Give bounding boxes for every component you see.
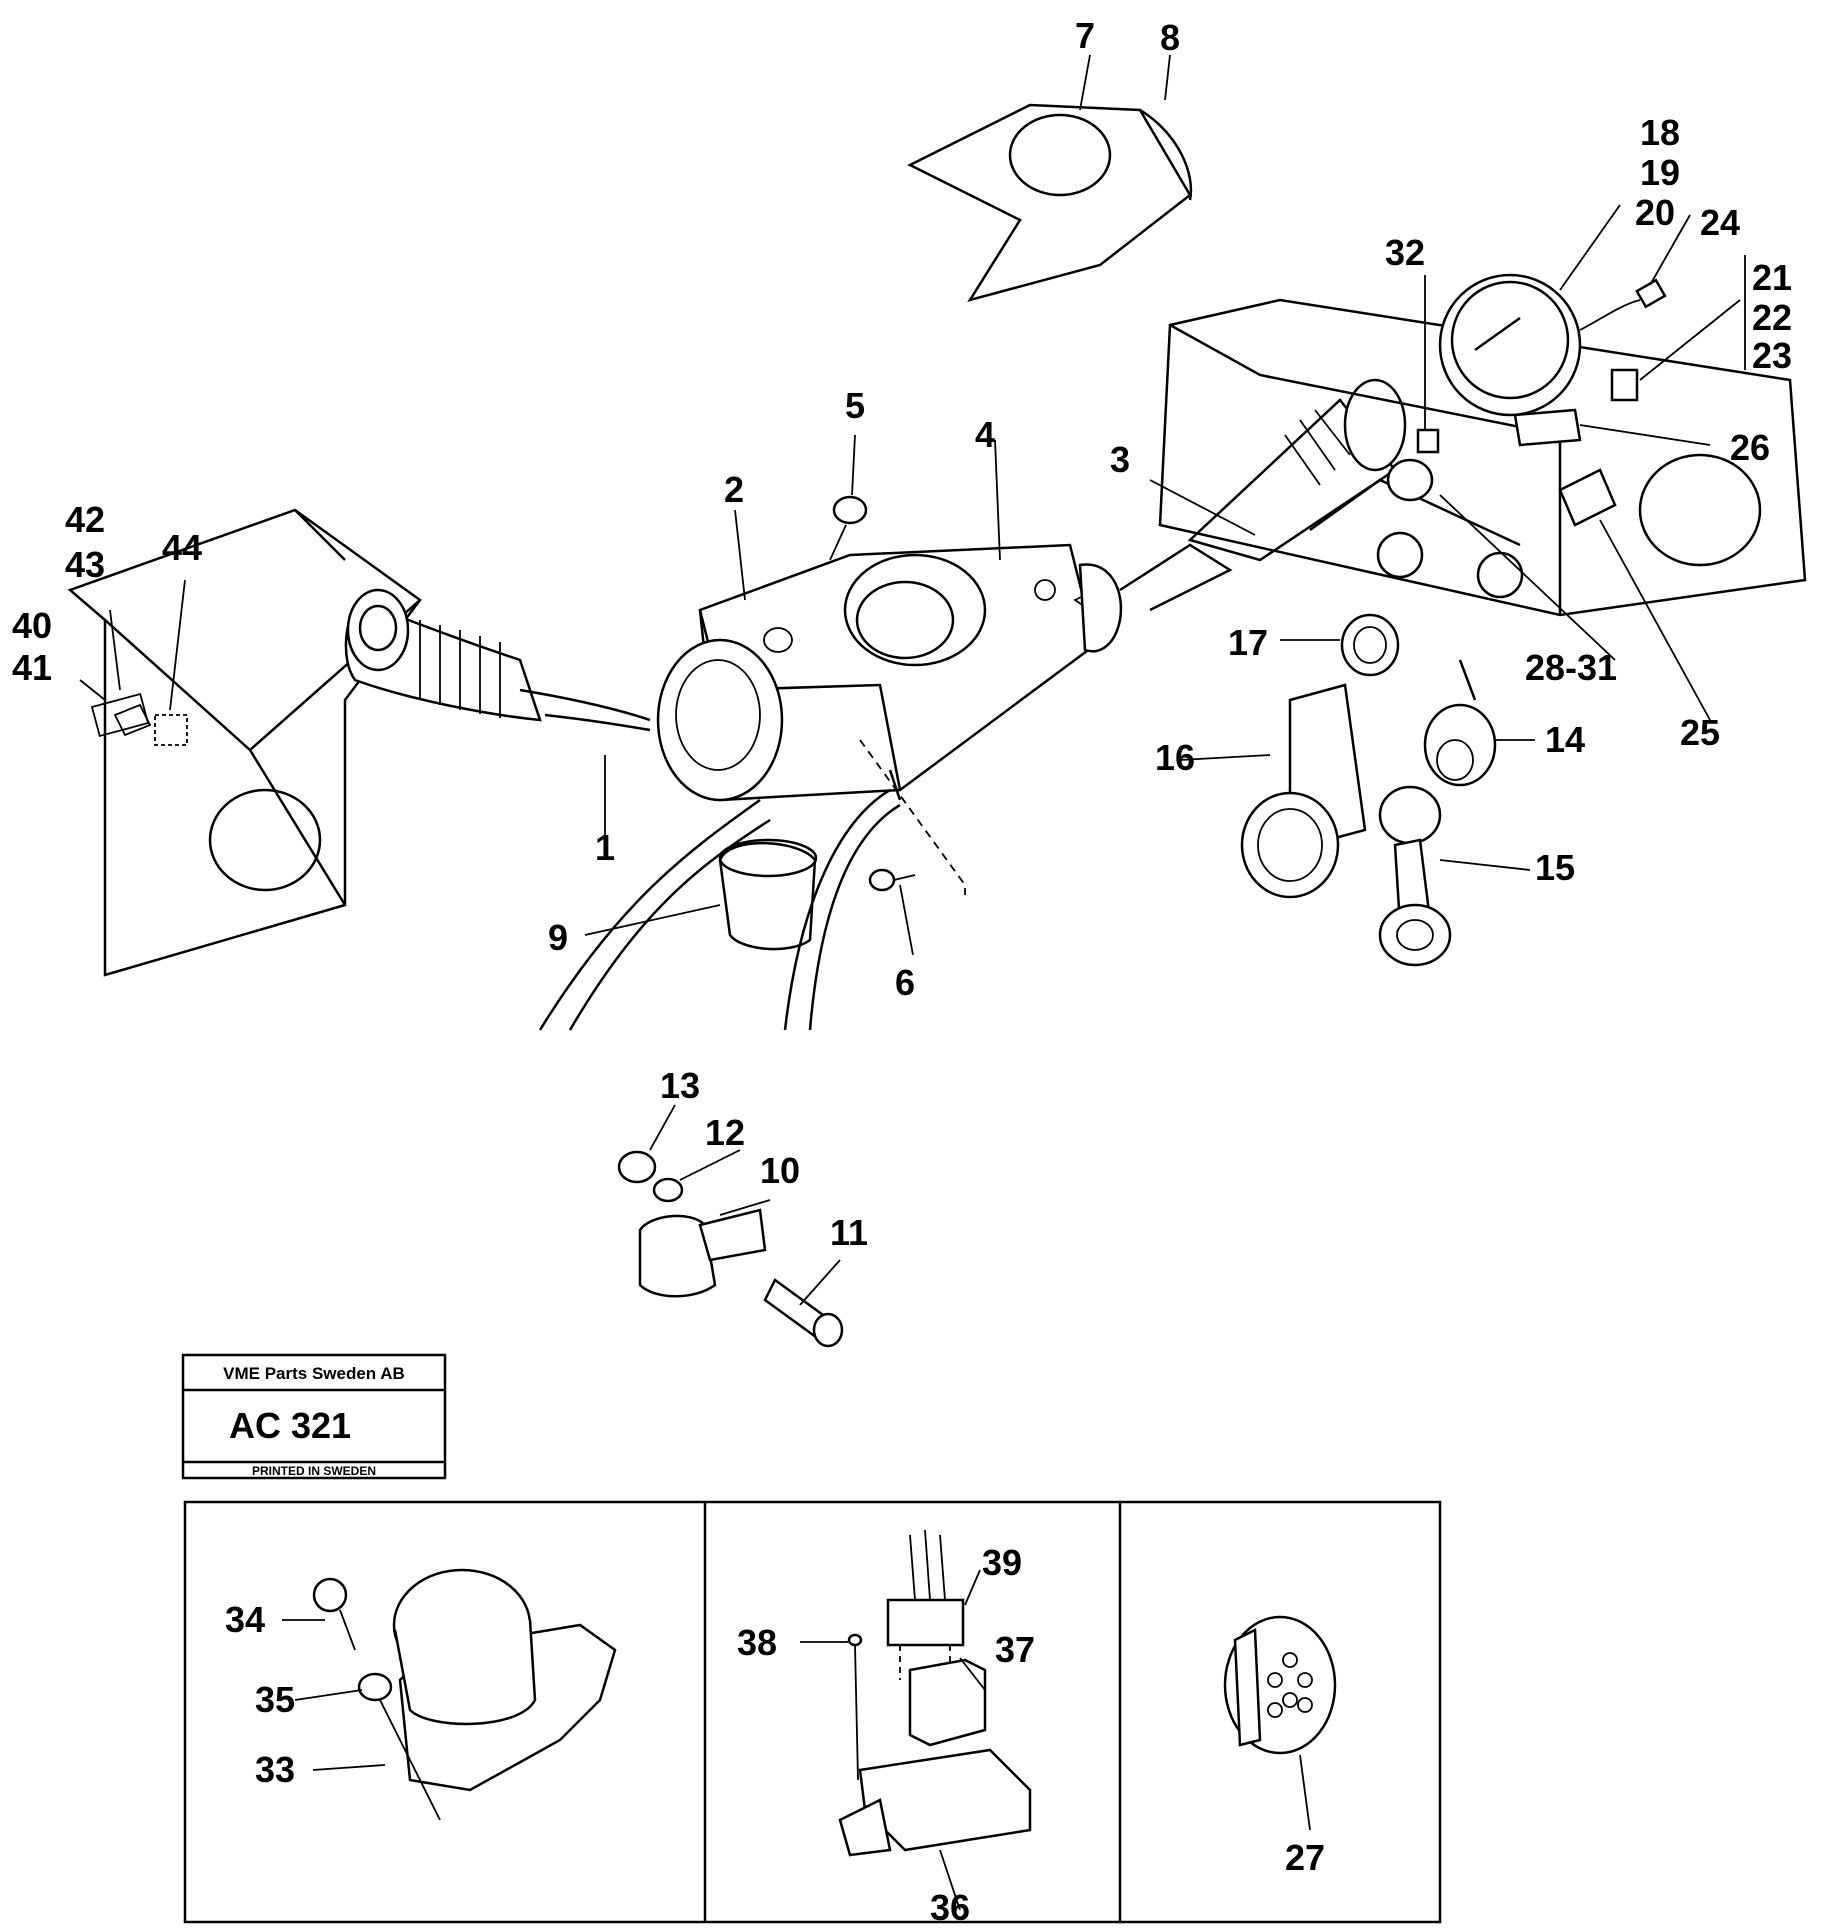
callout-17: 17: [1228, 622, 1268, 663]
callout-8: 8: [1160, 17, 1180, 58]
callout-26: 26: [1730, 427, 1770, 468]
part-26-connector: [1513, 408, 1582, 447]
callout-4: 4: [975, 414, 995, 455]
part-32-clip: [1386, 428, 1440, 502]
callout-18: 18: [1640, 112, 1680, 153]
bracket-assembly-10-13: [617, 1150, 844, 1348]
callout-6: 6: [895, 962, 915, 1003]
part-14-lamp: [1423, 659, 1497, 787]
detail-socket-27: [1223, 1615, 1337, 1755]
callout-20: 20: [1635, 192, 1675, 233]
callout-38: 38: [737, 1622, 777, 1663]
leader-lines: [79, 54, 1746, 1911]
callout-16: 16: [1155, 737, 1195, 778]
gauge-instrument: [1438, 273, 1667, 417]
callout-9: 9: [548, 917, 568, 958]
part-25-connector: [1558, 468, 1617, 527]
detail-relay-36-39: [838, 1529, 1032, 1857]
part-16-switch: [1240, 683, 1367, 899]
detail-frames: [183, 1500, 1442, 1924]
callout-24: 24: [1700, 202, 1740, 243]
callout-25: 25: [1680, 712, 1720, 753]
center-switch-block: [656, 543, 1123, 802]
left-stalk-switch: [344, 588, 651, 732]
callout-2: 2: [724, 469, 744, 510]
callout-33: 33: [255, 1749, 295, 1790]
stamp-block: VME Parts Sweden AB AC 321 PRINTED IN SW…: [181, 1353, 447, 1480]
callout-27: 27: [1285, 1837, 1325, 1878]
detail-part-33: [312, 1568, 617, 1821]
stamp-company: VME Parts Sweden AB: [223, 1364, 405, 1383]
callout-labels: 1 2 3 4 5 6 7 8 9 10 11 12 13 14 15 16 1…: [12, 15, 1792, 1928]
callout-40: 40: [12, 605, 52, 646]
part-17-ring: [1340, 613, 1400, 677]
right-stalk-switch: [1119, 378, 1407, 612]
main-cable: [538, 788, 901, 1031]
callout-23: 23: [1752, 335, 1792, 376]
top-shroud: [907, 103, 1193, 303]
callout-14: 14: [1545, 719, 1585, 760]
callout-43: 43: [65, 544, 105, 585]
ring-clamp: [718, 838, 818, 951]
callout-39: 39: [982, 1542, 1022, 1583]
callout-7: 7: [1075, 15, 1095, 56]
right-dash-panel: [1158, 298, 1807, 617]
part-15-cap: [1378, 785, 1452, 967]
callout-3: 3: [1110, 439, 1130, 480]
callout-12: 12: [705, 1112, 745, 1153]
callout-28-31: 28-31: [1525, 647, 1617, 688]
callout-1: 1: [595, 827, 615, 868]
callout-36: 36: [930, 1887, 970, 1928]
callout-10: 10: [760, 1150, 800, 1191]
callout-19: 19: [1640, 152, 1680, 193]
callout-41: 41: [12, 647, 52, 688]
callout-21: 21: [1752, 257, 1792, 298]
callout-11: 11: [830, 1212, 868, 1253]
callout-35: 35: [255, 1679, 295, 1720]
stamp-code: AC 321: [229, 1405, 351, 1446]
callout-22: 22: [1752, 297, 1792, 338]
screw-6: [859, 739, 966, 895]
left-dash-panel: [67, 508, 422, 977]
callout-15: 15: [1535, 847, 1575, 888]
callout-5: 5: [845, 385, 865, 426]
callout-44: 44: [162, 527, 202, 568]
callout-32: 32: [1385, 232, 1425, 273]
screw-5: [829, 495, 868, 561]
callout-42: 42: [65, 499, 105, 540]
stamp-footer: PRINTED IN SWEDEN: [252, 1464, 376, 1478]
callout-34: 34: [225, 1599, 265, 1640]
callout-37: 37: [995, 1629, 1035, 1670]
callout-13: 13: [660, 1065, 700, 1106]
